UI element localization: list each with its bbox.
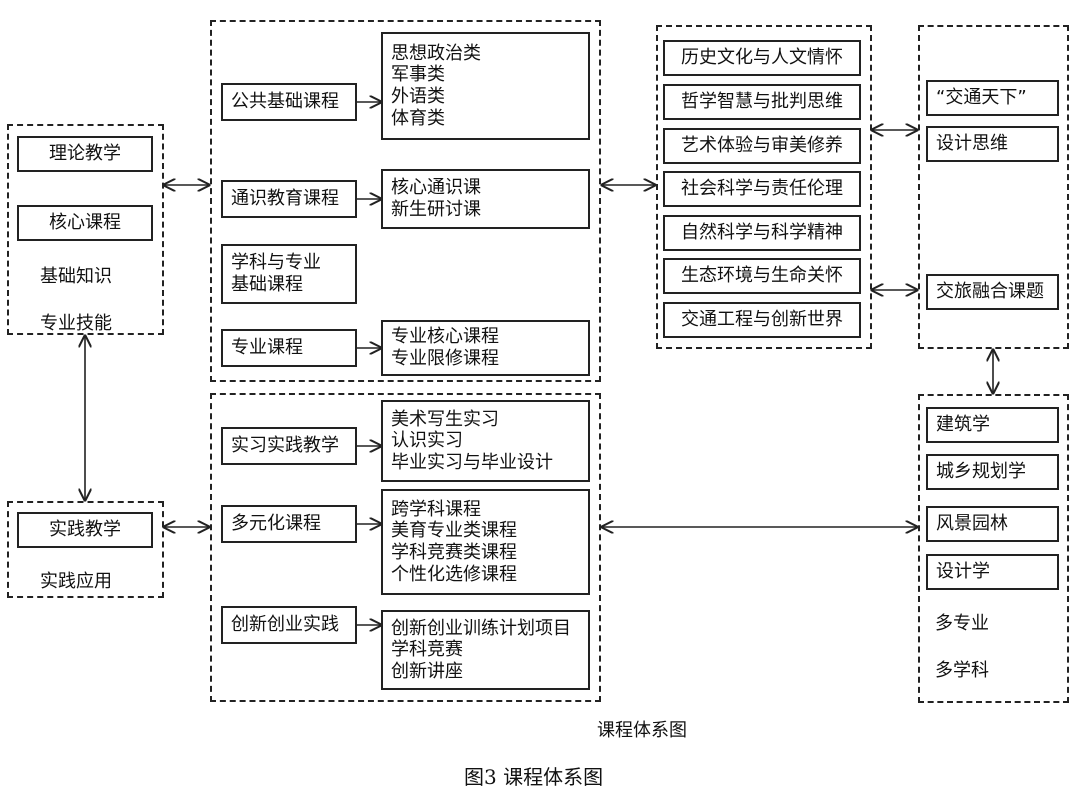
innovation-items-box: 创新创业训练计划项目 学科竞赛 创新讲座 [381,610,590,690]
major-label: 风景园林 [936,513,1008,535]
module-box: 交通工程与创新世界 [663,302,861,338]
public-item: 思想政治类 [391,42,481,64]
internship-item: 美术写生实习 [391,408,499,430]
theory-teaching-box: 理论教学 [17,136,153,172]
practice-courses-group [210,393,601,702]
diverse-course-label: 多元化课程 [231,513,321,535]
module-label: 生态环境与生命关怀 [681,265,843,287]
internship-box: 实习实践教学 [221,427,357,465]
module-label: 历史文化与人文情怀 [681,47,843,69]
module-box: 社会科学与责任伦理 [663,171,861,207]
public-basic-course-box: 公共基础课程 [221,83,357,121]
theory-teaching-label: 理论教学 [49,143,121,165]
practice-teaching-label: 实践教学 [49,519,121,541]
module-box: 哲学智慧与批判思维 [663,84,861,120]
diverse-item: 跨学科课程 [391,498,481,520]
module-box: 自然科学与科学精神 [663,215,861,251]
major-course-label: 专业课程 [231,337,303,359]
innovation-item: 学科竞赛 [391,639,463,661]
practice-apply-text: 实践应用 [40,571,112,592]
internship-items-box: 美术写生实习 认识实习 毕业实习与毕业设计 [381,400,590,482]
discipline-label-line2: 基础课程 [231,274,303,295]
innovation-item: 创新讲座 [391,660,463,682]
major-box-architecture: 建筑学 [926,407,1059,443]
practice-teaching-box: 实践教学 [17,512,153,548]
major-course-items-box: 专业核心课程 专业限修课程 [381,320,590,376]
major-item: 专业限修课程 [391,348,499,369]
diverse-course-items-box: 跨学科课程 美育专业类课程 学科竞赛类课程 个性化选修课程 [381,489,590,595]
public-basic-items-box: 思想政治类 军事类 外语类 体育类 [381,32,590,140]
major-box-design: 设计学 [926,554,1059,590]
module-box: 历史文化与人文情怀 [663,40,861,76]
major-label: 设计学 [936,561,990,583]
diverse-item: 个性化选修课程 [391,563,517,585]
module-box: 生态环境与生命关怀 [663,258,861,294]
public-item: 体育类 [391,107,445,129]
public-basic-course-label: 公共基础课程 [231,91,339,113]
diverse-item: 美育专业类课程 [391,520,517,542]
transport-tourism-topic-box: 交旅融合课题 [926,274,1059,310]
left-practice-group [7,501,164,598]
general-education-box: 通识教育课程 [221,180,357,218]
theory-courses-group [210,20,601,382]
figure-caption: 图3 课程体系图 [464,765,604,789]
general-education-items-box: 核心通识课 新生研讨课 [381,169,590,229]
right-bottom-group [918,394,1069,703]
innovation-label: 创新创业实践 [231,614,339,636]
design-thinking-label: 设计思维 [936,133,1008,155]
major-course-box: 专业课程 [221,329,357,367]
diverse-course-box: 多元化课程 [221,505,357,543]
diverse-item: 学科竞赛类课程 [391,542,517,563]
left-theory-group [7,124,164,335]
module-label: 哲学智慧与批判思维 [681,91,843,113]
jiaotong-tianxia-label: “交通天下” [936,87,1027,109]
diagram-inner-title: 课程体系图 [597,720,687,741]
transport-tourism-topic-label: 交旅融合课题 [936,281,1044,303]
innovation-box: 创新创业实践 [221,606,357,644]
right-top-group [918,25,1069,349]
internship-item: 认识实习 [391,430,463,452]
module-box: 艺术体验与审美修养 [663,128,861,164]
module-label: 自然科学与科学精神 [681,222,843,244]
core-course-box: 核心课程 [17,205,153,241]
major-label: 建筑学 [936,414,990,436]
jiaotong-tianxia-box: “交通天下” [926,80,1059,116]
module-label: 交通工程与创新世界 [681,309,843,331]
design-thinking-box: 设计思维 [926,126,1059,162]
module-label: 社会科学与责任伦理 [681,178,843,200]
multi-discipline-text: 多学科 [935,660,989,681]
multi-major-text: 多专业 [935,613,989,634]
general-item: 核心通识课 [391,177,481,199]
internship-item: 毕业实习与毕业设计 [391,451,553,473]
major-item: 专业核心课程 [391,326,499,348]
pro-skill-text: 专业技能 [40,313,112,334]
core-course-label: 核心课程 [49,212,121,234]
general-item: 新生研讨课 [391,199,481,220]
innovation-item: 创新创业训练计划项目 [391,617,571,639]
internship-label: 实习实践教学 [231,435,339,457]
basic-knowledge-text: 基础知识 [40,266,112,287]
public-item: 军事类 [391,64,445,86]
public-item: 外语类 [391,86,445,107]
major-box-landscape: 风景园林 [926,506,1059,542]
module-label: 艺术体验与审美修养 [681,135,843,157]
discipline-label-line1: 学科与专业 [231,252,321,274]
major-label: 城乡规划学 [936,461,1026,483]
core-general-modules-group [656,25,872,349]
discipline-basic-box: 学科与专业 基础课程 [221,244,357,304]
major-box-urban-planning: 城乡规划学 [926,454,1059,490]
general-education-label: 通识教育课程 [231,188,339,210]
